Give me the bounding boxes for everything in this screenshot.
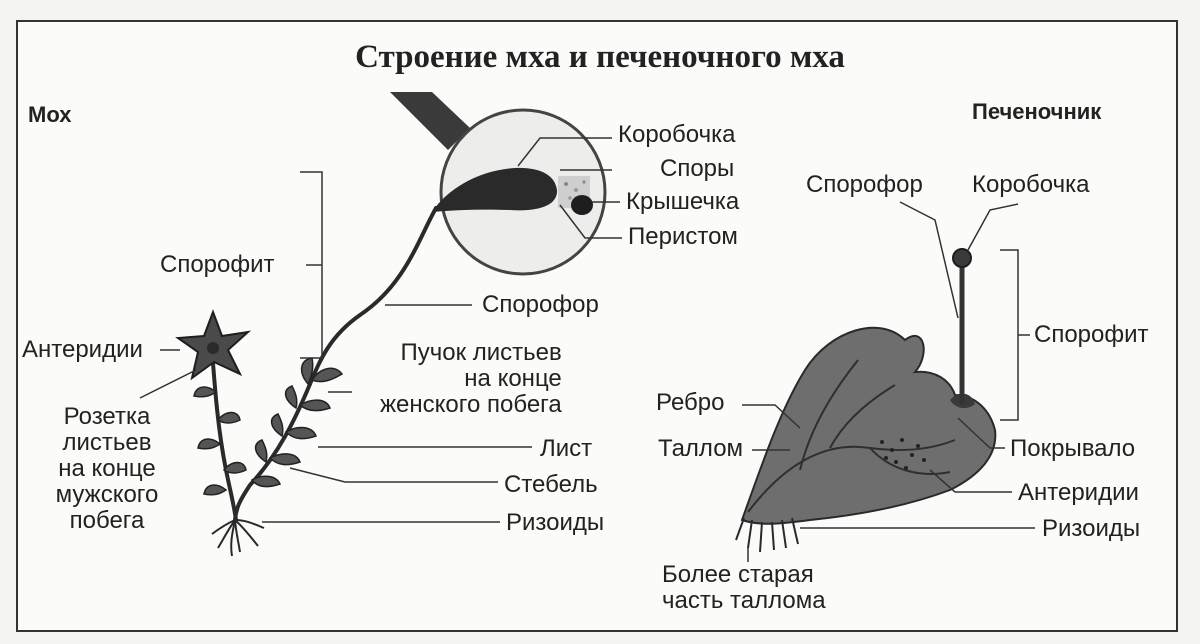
label-line: Пучок листьев [400,339,562,366]
moss-female-stem [233,382,312,522]
label-moss-peristome: Перистом [628,223,738,250]
label-moss-leaf: Лист [540,435,593,462]
label-moss-stem: Стебель [504,471,598,498]
liverwort-antheridia [880,438,926,470]
label-moss-rhizoids: Ризоиды [506,509,605,536]
moss-sporophore [308,206,438,386]
label-line: женского побега [380,390,562,418]
liverwort-leader-lines [742,201,1035,562]
label-line: на конце [464,364,562,392]
label-line: листьев [62,428,152,456]
moss-heading: Мох [28,102,72,127]
label-moss-antheridia: Антеридии [22,336,143,363]
label-liverwort-antheridia: Антеридии [1018,479,1139,506]
liverwort-capsule [952,248,972,268]
liverwort-heading: Печеночник [972,99,1102,124]
label-moss-lid: Крышечка [626,188,740,215]
label-moss-capsule: Коробочка [618,121,736,148]
label-moss-spores: Споры [660,155,735,182]
label-line: Более старая [662,561,814,588]
moss-capsule [432,167,558,212]
label-moss-sporophyte: Спорофит [160,251,275,278]
diagram-title: Строение мха и печеночного мха [355,39,845,75]
moss-male-leaves [193,386,247,496]
label-liverwort-rib: Ребро [656,389,725,416]
label-liverwort-older-thallus: Более старая часть таллома [662,562,826,614]
label-liverwort-sporophyte: Спорофит [1034,321,1149,348]
label-liverwort-thallus: Таллом [658,435,744,462]
liverwort-rib [747,359,956,513]
moss-leader-lines [139,137,622,523]
label-line: Розетка [63,403,151,430]
liverwort-thallus [740,326,997,525]
label-line: часть таллома [662,586,826,614]
label-moss-sporophore: Спорофор [482,291,599,318]
label-liverwort-capsule: Коробочка [972,171,1090,198]
label-line: побега [69,506,145,534]
moss-male-stem [210,348,238,522]
label-line: мужского [55,480,159,508]
label-line: на конце [58,454,156,482]
label-liverwort-rhizoids: Ризоиды [1042,515,1141,542]
label-moss-female-tuft: Пучок листьев на конце женского побега [380,340,562,418]
magnifier-handle [390,92,470,150]
label-liverwort-cover: Покрывало [1010,435,1136,462]
moss-female-leaves [250,357,344,488]
moss-lid [571,195,593,215]
moss-rhizoids [211,519,265,557]
label-moss-male-rosette: Розетка листьев на конце мужского побега [44,404,170,534]
liverwort-rhizoids [735,517,799,553]
label-liverwort-sporophore: Спорофор [806,171,923,198]
